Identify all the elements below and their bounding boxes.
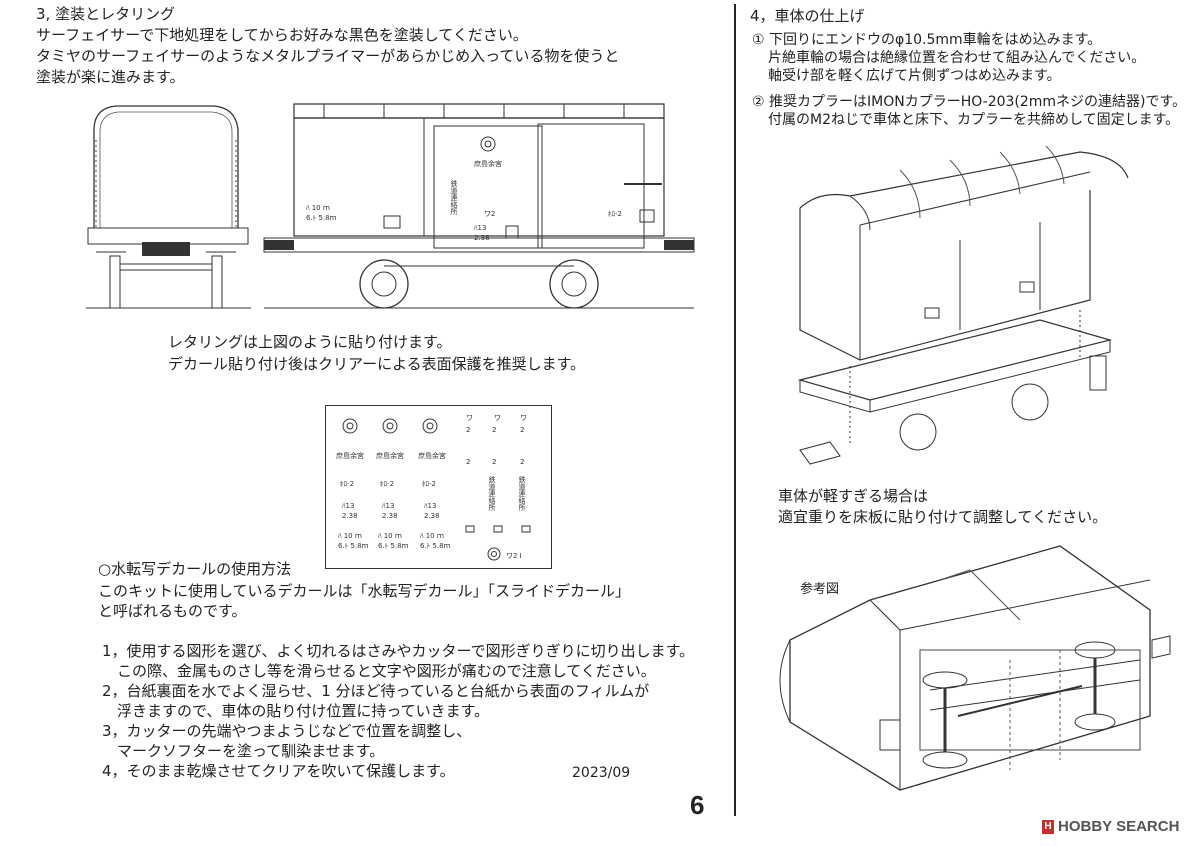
- date-label: 2023/09: [572, 765, 631, 781]
- step-line-5: 3，カッターの先端やつまようじなどで位置を調整し、: [102, 722, 472, 740]
- decal-emblems: [342, 418, 438, 434]
- wagon-code: ワ2: [484, 210, 495, 218]
- howto-title: ○水転写デカールの使用方法: [98, 560, 292, 578]
- section-4-heading: 4，車体の仕上げ: [750, 7, 865, 25]
- decal-num-5: 2: [492, 458, 496, 466]
- decal-row-d-3: ﾊ 10 ｍ: [420, 532, 444, 540]
- decal-kanji-1: 庶島余宮: [336, 451, 364, 460]
- step-line-2: この際、金属ものさし等を滑らせると文字や図形が痛むので注意してください。: [102, 662, 656, 680]
- wagon-vertical: 鉄道連絡所: [450, 179, 458, 216]
- decal-bottom-code: ワ2 I: [506, 552, 522, 560]
- weight-note-line-1: 車体が軽すぎる場合は: [778, 487, 929, 505]
- step-line-4: 浮きますので、車体の貼り付け位置に持っていきます。: [102, 702, 490, 720]
- decal-wa-3: ワ: [520, 414, 527, 422]
- decal-row-e-1: 6.ﾄ 5.8ｍ: [338, 542, 369, 550]
- step-line-3: 2，台紙裏面を水でよく湿らせ、1 分ほど待っていると台紙から表面のフィルムが: [102, 682, 650, 700]
- wagon-spec-e: ﾎﾛ-2: [608, 210, 622, 218]
- decal-wa-2: ワ: [494, 414, 501, 422]
- decal-row-e-2: 6.ﾄ 5.8ｍ: [378, 542, 409, 550]
- note2-line-2: 付属のM2ねじで車体と床下、カプラーを共締めして固定します。: [768, 112, 1180, 128]
- decal-kanji-2: 庶島余宮: [376, 451, 404, 460]
- note1-line-3: 軸受け部を軽く広げて片側ずつはめ込みます。: [768, 68, 1061, 84]
- intro-line-1: サーフェイサーで下地処理をしてからお好みな黒色を塗装してください。: [36, 26, 528, 44]
- decal-row-c-2: 2.38: [382, 512, 398, 520]
- exploded-assembly-drawing: [797, 145, 1129, 465]
- note2-line-1: ② 推奨カプラーはIMONカプラーHO-203(2mmネジの連結器)です。: [752, 94, 1187, 110]
- weight-note-line-2: 適宜重りを床板に貼り付けて調整してください。: [778, 508, 1108, 526]
- note1-line-1: ① 下回りにエンドウのφ10.5mm車輪をはめ込みます。: [752, 32, 1102, 48]
- logo-text: HOBBY SEARCH: [1058, 818, 1180, 835]
- decal-vertical-1: 鉄道連絡所: [488, 475, 496, 512]
- section-3-heading: 3, 塗装とレタリング: [36, 5, 176, 23]
- decal-num-6: 2: [520, 458, 524, 466]
- hobby-search-logo: H HOBBY SEARCH: [1042, 818, 1179, 835]
- decal-num-3: 2: [520, 426, 524, 434]
- decal-row-b-3: ﾊ13: [424, 502, 436, 510]
- wagon-kanji: 庶島余宮: [474, 159, 502, 168]
- decal-row-a-3: ﾎﾛ-2: [422, 480, 436, 488]
- decal-sheet: 庶島余宮 庶島余宮 庶島余宮 ワ ワ ワ 2 2 2 2 2 2 鉄道連絡所 鉄…: [325, 405, 552, 569]
- step-line-6: マークソフターを塗って馴染ませます。: [102, 742, 385, 760]
- decal-wa-1: ワ: [466, 414, 473, 422]
- wagon-spec-a: ﾊ 10 ｍ: [306, 204, 330, 212]
- caption-line-2: デカール貼り付け後はクリアーによる表面保護を推奨します。: [168, 355, 586, 373]
- decal-num-2: 2: [492, 426, 496, 434]
- decal-num-4: 2: [466, 458, 470, 466]
- note1-line-2: 片絶車輪の場合は絶縁位置を合わせて組み込んでください。: [768, 50, 1146, 66]
- decal-row-a-1: ﾎﾛ-2: [340, 480, 354, 488]
- decal-row-b-2: ﾊ13: [382, 502, 394, 510]
- step-line-1: 1，使用する図形を選び、よく切れるはさみやカッターで図形ぎりぎりに切り出します。: [102, 642, 695, 660]
- howto-intro-2: と呼ばれるものです。: [98, 602, 247, 620]
- decal-vertical-2: 鉄道連絡所: [518, 475, 526, 512]
- reference-underside-drawing: [779, 545, 1171, 791]
- decal-row-d-2: ﾊ 10 ｍ: [378, 532, 402, 540]
- wagon-spec-b: 6.ﾄ 5.8ｍ: [306, 214, 337, 222]
- decal-row-b-1: ﾊ13: [342, 502, 354, 510]
- logo-icon: H: [1042, 819, 1054, 834]
- wagon-end-view: [86, 105, 251, 309]
- intro-line-2: タミヤのサーフェイサーのようなメタルプライマーがあらかじめ入っている物を使うと: [36, 47, 620, 65]
- caption-line-1: レタリングは上図のように貼り付けます。: [168, 333, 452, 351]
- decal-row-e-3: 6.ﾄ 5.8ｍ: [420, 542, 451, 550]
- page-number: 6: [690, 790, 705, 820]
- step-line-7: 4，そのまま乾燥させてクリアを吹いて保護します。: [102, 762, 455, 780]
- decal-kanji-3: 庶島余宮: [418, 451, 446, 460]
- decal-row-c-1: 2.38: [342, 512, 358, 520]
- decal-row-a-2: ﾎﾛ-2: [380, 480, 394, 488]
- decal-num-1: 2: [466, 426, 470, 434]
- reference-label: 参考図: [800, 582, 840, 597]
- wagon-spec-c: ﾊ13: [474, 224, 486, 232]
- decal-row-d-1: ﾊ 10 ｍ: [338, 532, 362, 540]
- intro-line-3: 塗装が楽に進みます。: [36, 68, 185, 86]
- decal-row-c-3: 2.38: [424, 512, 440, 520]
- howto-intro-1: このキットに使用しているデカールは「水転写デカール」「スライドデカール」: [98, 582, 631, 600]
- wagon-side-view: 庶島余宮 鉄道連絡所 ワ2 ﾊ 10 ｍ 6.ﾄ 5.8ｍ ﾊ13 2.38 ﾎ…: [263, 103, 695, 309]
- column-divider: [734, 4, 736, 816]
